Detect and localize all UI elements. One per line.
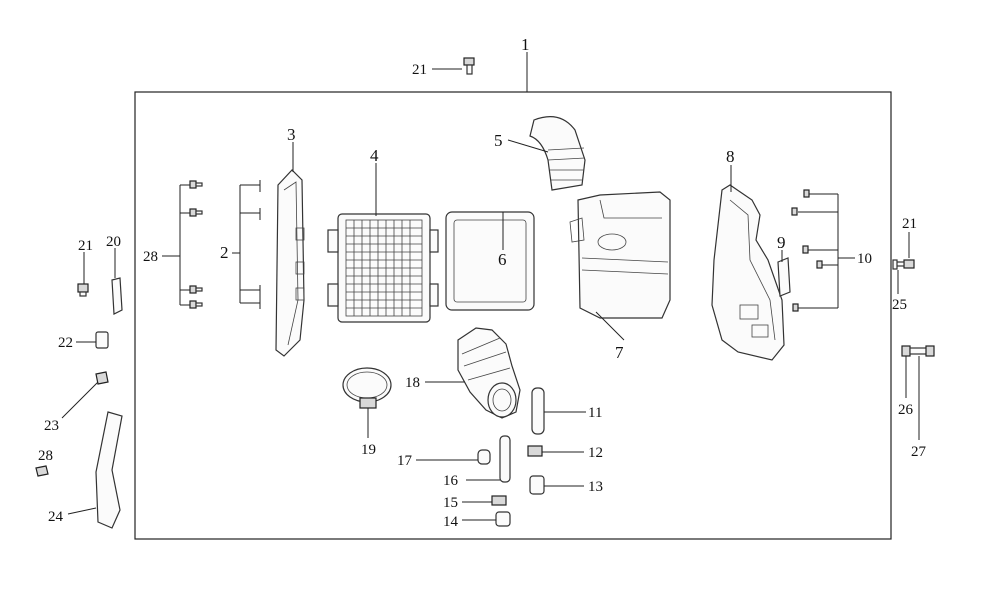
part-9-small-gasket (777, 250, 791, 297)
part-13-connector (529, 475, 584, 495)
part-28-screws (162, 180, 203, 309)
callout-24: 24 (48, 509, 64, 525)
callout-19: 19 (361, 442, 376, 458)
callout-15: 15 (443, 495, 458, 511)
callout-1: 1 (521, 35, 530, 54)
callout-25: 25 (892, 297, 907, 313)
part-8-airbox-cover (711, 165, 785, 361)
part-3-cover-plate (275, 142, 305, 357)
part-18-intake-duct (425, 327, 521, 419)
callout-7: 7 (615, 343, 624, 362)
callout-5: 5 (494, 131, 503, 150)
callout-10: 10 (857, 251, 872, 267)
callout-28-left: 28 (38, 448, 53, 464)
part-16-pipe (466, 435, 511, 483)
callout-20: 20 (106, 234, 121, 250)
assembly-frame (134, 91, 892, 540)
callout-21-right: 21 (902, 216, 917, 232)
callout-22: 22 (58, 335, 73, 351)
callout-9: 9 (777, 233, 786, 252)
part-12-clip (527, 445, 584, 457)
callout-11: 11 (588, 405, 602, 421)
callout-14: 14 (443, 514, 459, 530)
part-10-screws (791, 189, 855, 312)
part-15-clamp (462, 495, 507, 506)
callout-26: 26 (898, 402, 914, 418)
part-17-cap (416, 449, 491, 465)
callout-6: 6 (498, 250, 507, 269)
part-21-bolt-right (895, 232, 915, 269)
callout-18: 18 (405, 375, 420, 391)
callout-4: 4 (370, 146, 379, 165)
callout-21-top: 21 (412, 62, 427, 78)
part-14-connector (462, 511, 511, 527)
callout-13: 13 (588, 479, 603, 495)
callout-21-left: 21 (78, 238, 93, 254)
part-6-seal-frame (445, 211, 535, 311)
part-21-bolt-top (432, 57, 475, 75)
part-2-bracket-group (232, 180, 261, 309)
part-28-clip-left (35, 465, 49, 477)
part-25-washer (892, 259, 899, 294)
callout-23: 23 (44, 418, 59, 434)
callout-12: 12 (588, 445, 603, 461)
callout-27: 27 (911, 444, 927, 460)
part-22-clip (76, 331, 109, 349)
part-5-elbow-hose (507, 116, 586, 191)
callout-2: 2 (220, 243, 229, 262)
callout-8: 8 (726, 147, 735, 166)
part-21-bolt-left (77, 252, 89, 297)
callout-16: 16 (443, 473, 459, 489)
part-20-bracket (111, 248, 123, 315)
part-11-pipe (531, 387, 586, 435)
part-19-hose-clamp (342, 367, 392, 438)
part-26-27-bolt-assembly (901, 345, 935, 440)
part-4-air-filter (327, 163, 439, 323)
callout-3: 3 (287, 125, 296, 144)
callout-28-top: 28 (143, 249, 158, 265)
callout-17: 17 (397, 453, 413, 469)
part-7-airbox-housing (569, 191, 671, 341)
callout-labels: 1 21 3 4 5 6 7 8 9 10 2 28 21 20 22 23 2… (38, 35, 927, 530)
part-24-hose (67, 411, 123, 529)
part-23-clip (61, 371, 109, 419)
